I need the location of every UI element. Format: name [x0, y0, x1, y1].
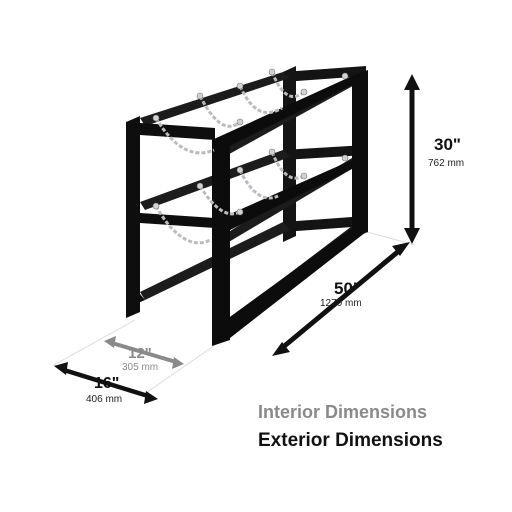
height-dimension-arrow — [404, 74, 420, 244]
interior-depth-dimension-arrow — [104, 336, 184, 369]
legend-exterior-dimensions: Exterior Dimensions — [258, 430, 443, 451]
legend-interior-dimensions: Interior Dimensions — [258, 402, 428, 422]
height-mm-label: 762 mm — [428, 158, 464, 169]
length-mm-label: 1270 mm — [320, 298, 362, 309]
length-dimension-arrow — [272, 242, 410, 356]
rack-front-left-frame — [126, 116, 215, 318]
exterior-depth-inches-label: 16" — [94, 375, 119, 392]
length-inches-label: 50" — [334, 279, 361, 298]
chain-hooks — [152, 68, 349, 216]
interior-depth-inches-label: 12" — [128, 345, 152, 362]
exterior-depth-mm-label: 406 mm — [86, 394, 122, 405]
rack-front-frame — [212, 70, 368, 346]
interior-depth-mm-label: 305 mm — [122, 362, 158, 373]
exterior-depth-dimension-arrow — [54, 362, 158, 404]
height-inches-label: 30" — [434, 135, 461, 154]
